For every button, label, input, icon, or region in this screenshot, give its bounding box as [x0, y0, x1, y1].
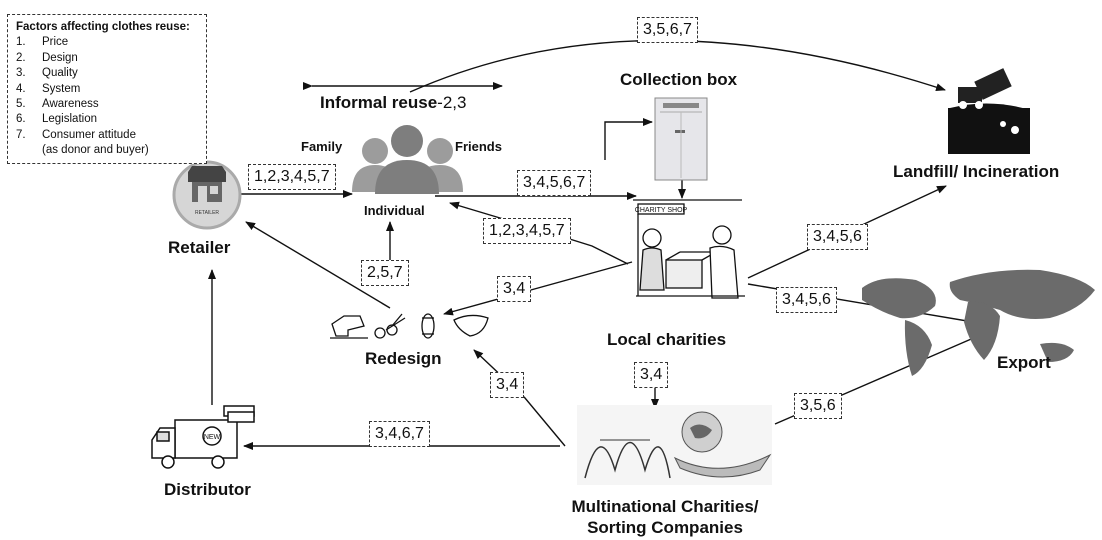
- collection-box-icon: [654, 97, 708, 181]
- charity-shop-sign-text: CHARITY SHOP: [635, 207, 688, 214]
- collection-box-label: Collection box: [620, 70, 738, 89]
- legend-item-number: 5.: [16, 98, 26, 111]
- informal-reuse-title: Informal reuse: [320, 93, 438, 112]
- retailer-store-icon: RETAILER: [172, 160, 242, 230]
- individual-label: Individual: [364, 203, 425, 218]
- legend-item: 6. Legislation: [16, 112, 198, 127]
- legend-item-text: Awareness: [42, 98, 99, 111]
- local-charities-label: Local charities: [607, 330, 727, 349]
- informal-reuse-label: Informal reuse-2,3: [320, 93, 466, 113]
- multinational-label: Multinational Charities/ Sorting Compani…: [520, 496, 810, 538]
- redesign-label: Redesign: [365, 349, 442, 368]
- legend-item: 3. Quality: [16, 66, 198, 81]
- legend-item-number: 1.: [16, 36, 26, 49]
- legend-continuation: (as donor and buyer): [42, 144, 149, 157]
- multinational-label-line1: Multinational Charities/: [571, 497, 759, 516]
- factor-box-landfill-top: 3,5,6,7: [637, 17, 698, 43]
- informal-reuse-factors: -2,3: [437, 93, 467, 112]
- landfill-truck-icon: [948, 68, 1030, 154]
- legend-item-text: Consumer attitude: [42, 128, 136, 141]
- legend-item-number: 6.: [16, 113, 26, 126]
- people-group-icon: [352, 125, 463, 194]
- legend-item-number: 7.: [16, 128, 26, 141]
- arrow-multinational-to-redesign: [473, 349, 566, 447]
- distributor-label: Distributor: [164, 480, 251, 499]
- family-label: Family: [301, 139, 343, 154]
- factor-box-redesign-to-individual: 2,5,7: [361, 260, 409, 286]
- factor-box-charity-to-multinational: 3,4: [634, 362, 669, 388]
- legend-title: Factors affecting clothes reuse:: [16, 21, 190, 33]
- legend-item: 2. Design: [16, 51, 198, 66]
- legend-item-number: 4.: [16, 82, 26, 95]
- factor-box-individual-to-charity: 3,4,5,6,7: [517, 170, 592, 196]
- factor-box-multinational-to-export: 3,5,6: [794, 393, 842, 419]
- distributor-truck-icon: NEW: [151, 405, 255, 469]
- world-map-icon: [862, 269, 1095, 376]
- truck-sign-text: NEW: [204, 434, 221, 441]
- arrow-to-collection-box: [604, 118, 653, 160]
- arrow-charity-to-redesign: [443, 261, 633, 316]
- friends-label: Friends: [455, 139, 502, 154]
- factors-legend: Factors affecting clothes reuse: 1. Price…: [7, 14, 207, 164]
- redesign-tools-icon: [330, 313, 489, 339]
- legend-item-number: 2.: [16, 51, 26, 64]
- legend-item-number: 3.: [16, 67, 26, 80]
- landfill-label: Landfill/ Incineration: [893, 162, 1060, 181]
- arrow-redesign-to-retailer: [245, 221, 391, 309]
- legend-item-text: Price: [42, 36, 69, 49]
- legend-item: 1. Price: [16, 35, 198, 50]
- legend-item-text: Legislation: [42, 113, 97, 126]
- charity-shop-icon: CHARITY SHOP: [633, 199, 745, 299]
- factor-box-charity-to-landfill: 3,4,5,6: [807, 224, 868, 250]
- factor-box-charity-to-redesign: 3,4: [497, 276, 532, 302]
- legend-item-text: Quality: [42, 67, 78, 80]
- legend-item-text: System: [42, 82, 81, 95]
- multinational-charities-icon: [577, 405, 772, 485]
- factor-box-retailer-to-individual: 1,2,3,4,5,7: [248, 164, 336, 190]
- retailer-label: Retailer: [168, 238, 231, 257]
- factor-box-charity-to-export: 3,4,5,6: [776, 287, 837, 313]
- multinational-label-line2: Sorting Companies: [587, 518, 743, 537]
- legend-item: 4. System: [16, 82, 198, 97]
- legend-item-text: Design: [42, 51, 78, 64]
- export-label: Export: [997, 353, 1051, 372]
- legend-item: 5. Awareness: [16, 97, 198, 112]
- factor-box-multinational-to-distributor: 3,4,6,7: [369, 421, 430, 447]
- retailer-sign-text: RETAILER: [195, 210, 219, 216]
- factor-box-multinational-to-redesign: 3,4: [490, 372, 525, 398]
- legend-item: 7. Consumer attitude: [16, 128, 198, 143]
- factor-box-charity-to-individual: 1,2,3,4,5,7: [483, 218, 571, 244]
